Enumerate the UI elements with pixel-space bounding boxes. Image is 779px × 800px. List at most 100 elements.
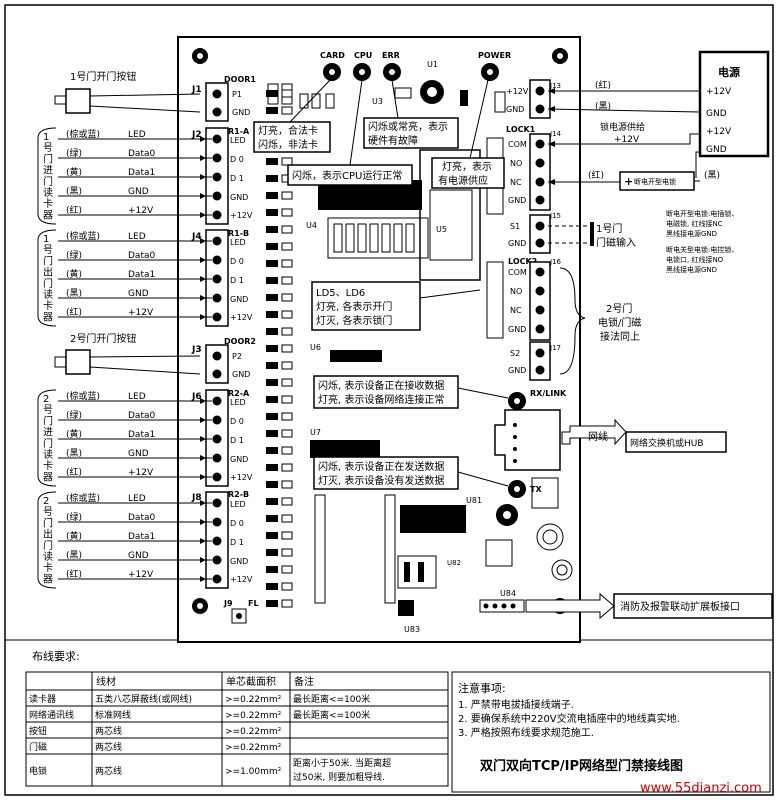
u82-label: U82 — [447, 559, 461, 567]
j6-d0: D 0 — [230, 417, 244, 426]
wire-color-label: (黄) — [66, 166, 82, 178]
j14-nc: NC — [510, 178, 522, 187]
j8-d0: D 0 — [230, 519, 244, 528]
reader-group-char: 门 — [43, 175, 53, 188]
j1-label: J1 — [191, 85, 202, 95]
reader-group-char: 2 — [43, 496, 49, 507]
lock-red-label: (红) — [588, 169, 604, 181]
j6-12v: +12V — [230, 473, 253, 482]
resistor-column — [266, 89, 293, 608]
wire-color-label: (绿) — [66, 511, 82, 523]
wire-color-label: (红) — [66, 466, 82, 478]
wire-signal-label: +12V — [128, 206, 154, 216]
note1-line3: 黑线接电源GND — [666, 229, 717, 238]
lock2-label: LOCK2 — [508, 257, 537, 266]
j4-d1: D 1 — [230, 276, 244, 285]
wire-signal-label: Data0 — [128, 149, 155, 159]
wire-signal-label: LED — [128, 130, 146, 140]
table-header: 单芯截面积 — [226, 675, 276, 688]
j16-gnd: GND — [508, 325, 526, 334]
note-item-2: 2. 要确保系统中220V交流电插座中的地线真实地. — [458, 712, 680, 725]
j2-label: J2 — [191, 130, 202, 140]
lock-plus: + — [624, 175, 633, 188]
table-row-wire: 标准网线 — [95, 709, 131, 721]
door2-button-icon[interactable] — [65, 349, 91, 375]
reader-group-char: 门 — [43, 539, 53, 552]
wire-color-label: (绿) — [66, 409, 82, 421]
power-supply-box — [698, 50, 770, 158]
psu-red-label: (红) — [595, 79, 611, 91]
wire-signal-label: Data1 — [128, 168, 155, 178]
wire-signal-label: Data1 — [128, 532, 155, 542]
chips: U3 U4 U5 U6 U7 U81 U82 U83 U84 — [306, 97, 573, 634]
switch-label: 网络交换机或HUB — [630, 437, 704, 449]
callout-power-line1: 灯亮，表示 — [442, 160, 492, 173]
table-row-wire: 两芯线 — [95, 765, 122, 777]
psu-gnd-2: GND — [706, 145, 727, 155]
reader-group-char: 门 — [43, 414, 53, 427]
callout-tx-line2: 灯灭, 表示设备没有发送数据 — [318, 474, 444, 487]
table-row-name: 网络通讯线 — [29, 709, 74, 721]
lock-supply-line2: +12V — [614, 135, 640, 145]
tx-label: TX — [530, 485, 542, 494]
callout-tx-line1: 闪烁, 表示设备正在发送数据 — [318, 460, 444, 473]
reader-group-char: 号 — [43, 506, 53, 518]
wire-signal-label: GND — [128, 187, 149, 197]
wire-color-label: (红) — [66, 568, 82, 580]
status-leds: CARD CPU ERR POWER — [267, 51, 511, 113]
j2-gnd: GND — [230, 193, 248, 202]
j6-gnd: GND — [230, 455, 248, 464]
rxlink-label: RX/LINK — [530, 389, 567, 398]
wire-color-label: (黑) — [66, 186, 82, 197]
lock-label: 断电开型电锁 — [634, 177, 676, 186]
callout-cpu: 闪烁，表示CPU运行正常 — [292, 169, 402, 182]
j4-12v: +12V — [230, 313, 253, 322]
reader-group-char: 器 — [43, 573, 53, 585]
reader-group-char: 器 — [43, 471, 53, 483]
wire-signal-label: LED — [128, 494, 146, 504]
fire-box — [613, 593, 773, 619]
u4-label: U4 — [306, 221, 317, 230]
callout-card-line2: 闪烁，非法卡 — [258, 138, 318, 151]
wire-color-label: (棕或蓝) — [66, 128, 100, 140]
wire-color-label: (黑) — [66, 448, 82, 459]
reader-group-char: 2 — [43, 394, 49, 405]
u83-label: U83 — [404, 625, 420, 634]
j16-no: NO — [510, 287, 522, 296]
reader-group-char: 卡 — [43, 459, 53, 472]
notes-title: 注意事项: — [458, 681, 506, 695]
j4-gnd: GND — [230, 295, 248, 304]
wire-signal-label: +12V — [128, 308, 154, 318]
j8-label: J8 — [191, 493, 202, 503]
door1-sensor-line1: 1号门 — [596, 222, 622, 235]
wire-color-label: (棕或蓝) — [66, 390, 100, 402]
note-item-1: 1. 严禁带电拔插接线端子. — [458, 698, 574, 711]
wire-signal-label: Data0 — [128, 251, 155, 261]
wire-signal-label: Data0 — [128, 411, 155, 421]
psu-12v-2: +12V — [706, 127, 732, 137]
lock-black-label: (黑) — [704, 170, 720, 181]
table-row-note: 过50米, 则要加粗导线. — [293, 771, 385, 783]
wire-signal-label: GND — [128, 551, 149, 561]
note2-line2: 电锁口, 红线接NO — [666, 255, 724, 264]
callout-ld56-line2: 灯亮, 各表示开门 — [316, 300, 392, 313]
j15-gnd: GND — [508, 239, 526, 248]
door2-button-label[interactable]: 2号门开门按钮 — [70, 332, 136, 345]
network-arrow — [561, 418, 627, 446]
psu-title: 电源 — [718, 65, 740, 79]
switch-box — [625, 431, 727, 453]
door1-button-label[interactable]: 1号门开门按钮 — [70, 70, 136, 83]
door2-same-line2: 电锁/门磁 — [598, 316, 641, 329]
note2-line3: 黑线接电源GND — [666, 265, 717, 274]
reader-group-char: 门 — [43, 277, 53, 290]
u81-label: U81 — [466, 496, 482, 505]
reader-group-3: 2号门进门读卡器(棕或蓝)LED(绿)Data0(黄)Data1(黑)GND(红… — [37, 389, 212, 487]
wire-signal-label: LED — [128, 232, 146, 242]
door1-button-icon[interactable] — [65, 88, 91, 114]
left-connectors: J1 DOOR1 P1 GND J2 R1-A LED D 0 D 1 GND … — [191, 75, 259, 624]
right-connectors: J13 +12V GND LOCK1 J14 COM NO NC GND J15… — [486, 79, 567, 498]
reader-group-char: 器 — [43, 311, 53, 323]
j14-label: J14 — [549, 130, 562, 138]
